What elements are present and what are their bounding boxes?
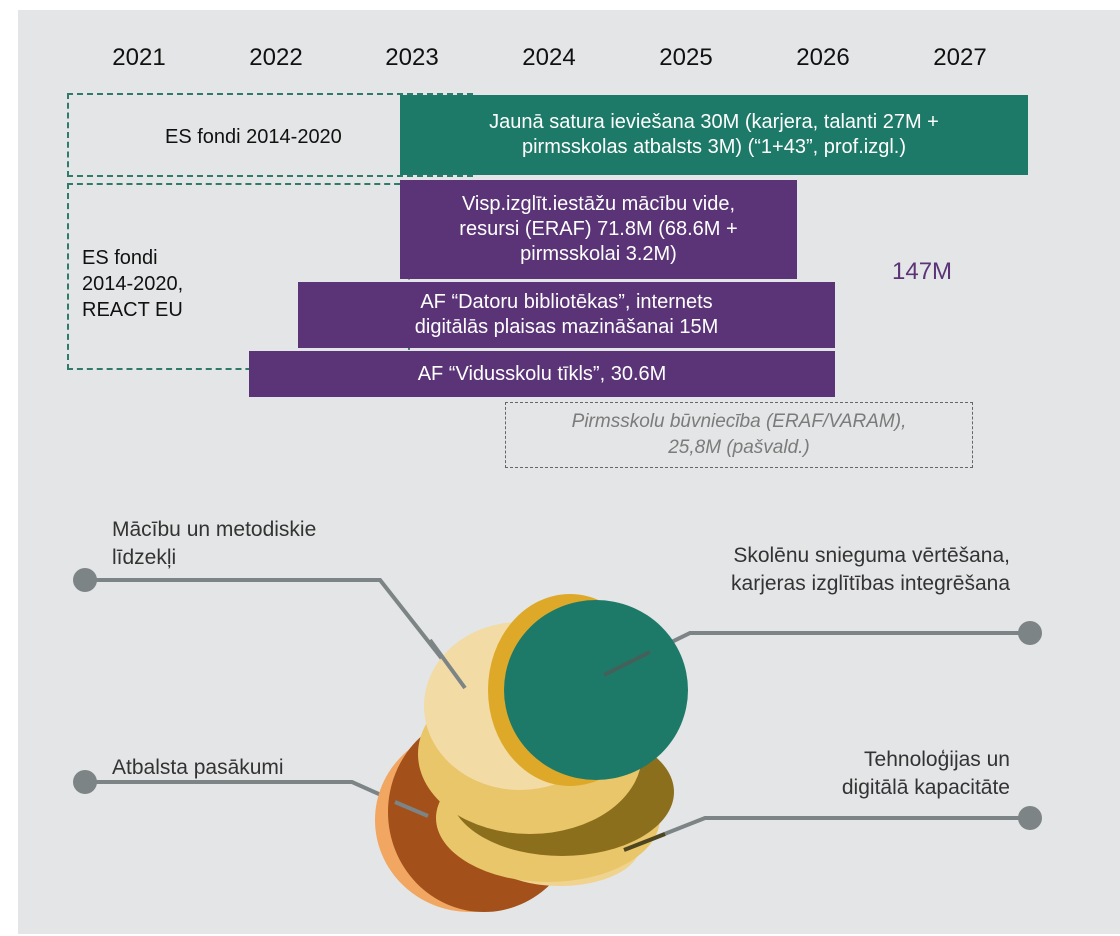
connector-macibu <box>85 578 467 690</box>
label-atbalsta-pasakumi: Atbalsta pasākumi <box>112 756 284 779</box>
layer-teal <box>504 600 688 780</box>
year-2022: 2022 <box>249 44 303 71</box>
label-macibu-lidzekli: Mācību un metodiskie līdzekļi <box>112 518 317 569</box>
dot-macibu <box>73 568 97 592</box>
connector-atbalsta-overlay <box>394 800 429 818</box>
label-skolenu-snieguma: Skolēnu snieguma vērtēšana, karjeras izg… <box>731 544 1010 595</box>
year-2027: 2027 <box>933 44 987 71</box>
dot-atbalsta <box>73 770 97 794</box>
label-tehnologijas: Tehnoloģijas un digitālā kapacitāte <box>841 748 1010 799</box>
connector-tehnologijas <box>623 816 1030 852</box>
year-2024: 2024 <box>522 44 576 71</box>
dot-tehnologijas <box>1018 806 1042 830</box>
connector-tehnologijas-overlay <box>623 832 666 852</box>
bar-vidusskolu-tikls: AF “Vidusskolu tīkls”, 30.6M <box>249 351 835 397</box>
connector-skolenu-overlay <box>603 650 651 677</box>
dot-skolenu <box>1018 621 1042 645</box>
bar-datoru-bibliotekas: AF “Datoru bibliotēkas”, internets digit… <box>298 282 835 348</box>
year-2023: 2023 <box>385 44 439 71</box>
future-box-pirmsskolu: Pirmsskolu būvniecība (ERAF/VARAM), 25,8… <box>505 402 973 468</box>
year-2026: 2026 <box>796 44 850 71</box>
connector-macibu-overlay <box>428 638 467 690</box>
total-amount: 147M <box>892 258 953 285</box>
year-2021: 2021 <box>112 44 166 71</box>
bar-macibu-vide: Visp.izglīt.iestāžu mācību vide, resursi… <box>400 180 797 279</box>
bar-jauna-satura: Jaunā satura ieviešana 30M (karjera, tal… <box>400 95 1028 175</box>
year-2025: 2025 <box>659 44 713 71</box>
es-fondi-react-label: ES fondi 2014-2020, REACT EU <box>82 247 184 321</box>
es-fondi-label: ES fondi 2014-2020 <box>165 126 342 148</box>
